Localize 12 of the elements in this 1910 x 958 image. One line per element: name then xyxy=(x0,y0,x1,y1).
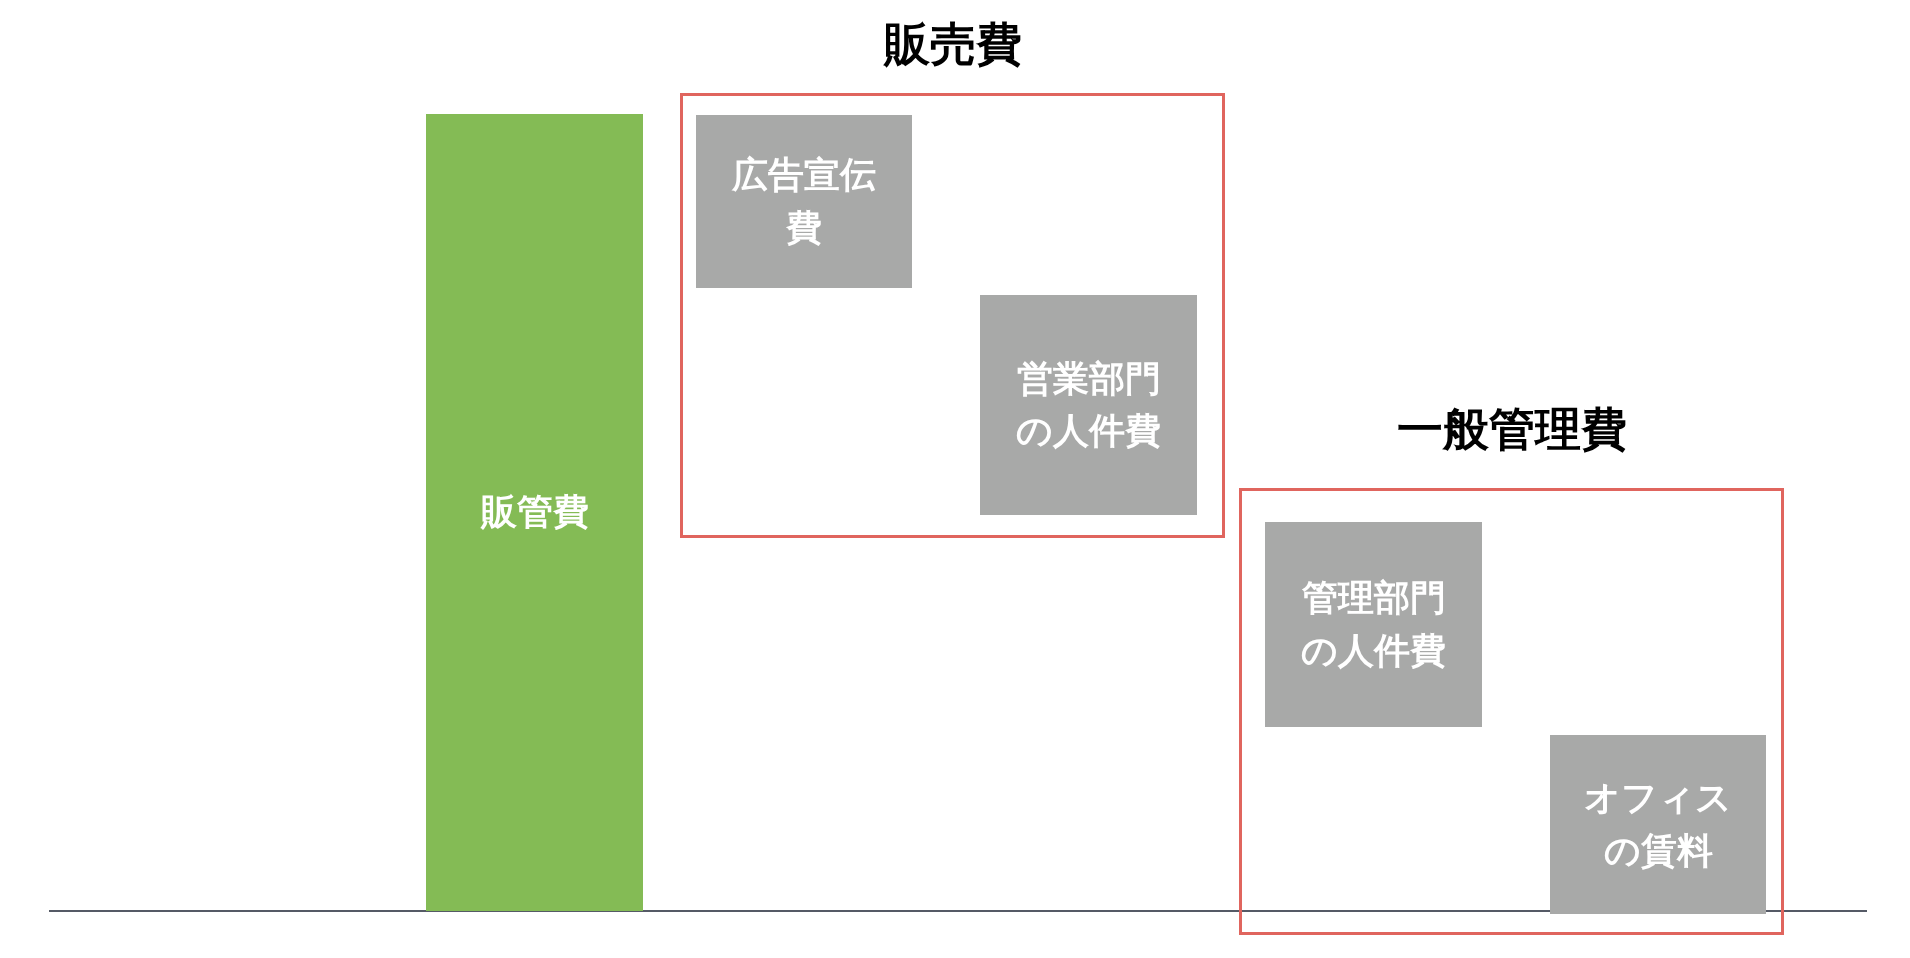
total-cost-bar xyxy=(426,114,643,911)
cost-label: 管理部門の人件費 xyxy=(1300,576,1447,673)
cost-box xyxy=(980,295,1197,515)
cost-label: 広告宣伝費 xyxy=(731,153,877,250)
bar-label: 販管費 xyxy=(480,490,589,535)
cost-box xyxy=(1550,735,1766,914)
group-heading: 販売費 xyxy=(883,16,1022,73)
cost-label: オフィスの賃料 xyxy=(1583,776,1733,873)
cost-box xyxy=(696,115,912,288)
cost-box xyxy=(1265,522,1482,727)
group-heading: 一般管理費 xyxy=(1396,401,1627,458)
cost-label: 営業部門の人件費 xyxy=(1015,356,1162,453)
